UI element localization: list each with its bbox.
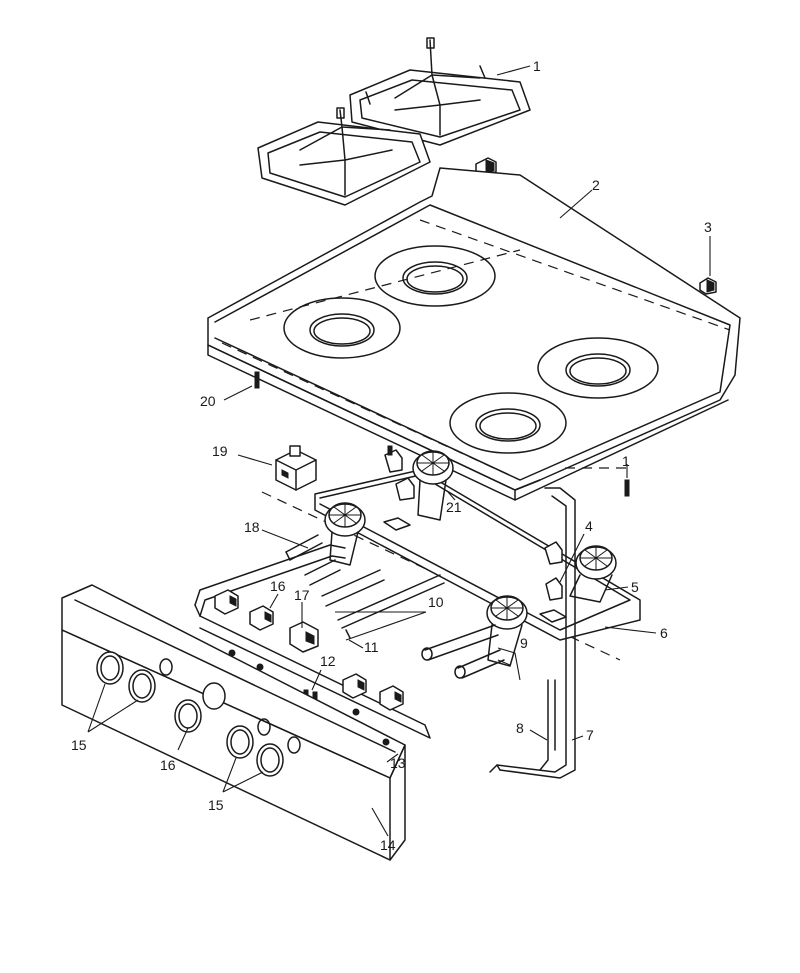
burner-opening-rear-right bbox=[537, 337, 659, 399]
control-panel bbox=[61, 584, 406, 861]
screw-right bbox=[624, 479, 630, 497]
burner-head-front-right bbox=[486, 595, 528, 667]
knob-4 bbox=[202, 682, 226, 710]
callout-2: 2 bbox=[592, 177, 600, 193]
burner-opening-front-left bbox=[283, 297, 401, 359]
callout-4: 4 bbox=[585, 518, 593, 534]
burner-head-front-left bbox=[324, 502, 366, 566]
callout-15-right: 15 bbox=[208, 797, 224, 813]
callout-1: 1 bbox=[533, 58, 541, 74]
callout-14: 14 bbox=[380, 837, 396, 853]
knob-2 bbox=[128, 669, 156, 703]
knob-6 bbox=[256, 743, 284, 777]
knob-5 bbox=[226, 725, 254, 759]
burner-opening-front-right bbox=[449, 392, 567, 454]
burner-tubes bbox=[304, 559, 505, 679]
spark-module bbox=[275, 445, 317, 491]
burner-head-rear-left bbox=[412, 450, 454, 521]
callout-16-upper: 16 bbox=[270, 578, 286, 594]
callout-12: 12 bbox=[320, 653, 336, 669]
callout-1-lower: 1 bbox=[622, 453, 630, 469]
rods bbox=[285, 534, 351, 639]
leader-lines bbox=[87, 65, 711, 837]
callout-13: 13 bbox=[390, 755, 406, 771]
callout-5: 5 bbox=[631, 579, 639, 595]
screw-left bbox=[254, 371, 260, 389]
callout-19: 19 bbox=[212, 443, 228, 459]
callout-8: 8 bbox=[516, 720, 524, 736]
callout-17: 17 bbox=[294, 587, 310, 603]
burner-grate-right bbox=[349, 37, 531, 146]
callout-21: 21 bbox=[446, 499, 462, 515]
gas-supply-tubes bbox=[489, 487, 576, 779]
cooktop-main-top bbox=[207, 167, 741, 501]
callout-10: 10 bbox=[428, 594, 444, 610]
callout-6: 6 bbox=[660, 625, 668, 641]
burner-opening-rear-left bbox=[374, 245, 496, 307]
callout-7: 7 bbox=[586, 727, 594, 743]
callout-18: 18 bbox=[244, 519, 260, 535]
burner-grate-left bbox=[257, 107, 431, 206]
igniter-brackets bbox=[383, 445, 567, 623]
callout-20: 20 bbox=[200, 393, 216, 409]
knob-1 bbox=[96, 651, 124, 685]
callout-16-lower: 16 bbox=[160, 757, 176, 773]
gas-valves bbox=[214, 589, 404, 711]
top-clip-rear bbox=[699, 277, 717, 295]
burner-head-rear-right bbox=[569, 545, 617, 603]
callout-3: 3 bbox=[704, 219, 712, 235]
callout-15-left: 15 bbox=[71, 737, 87, 753]
callout-11: 11 bbox=[364, 639, 379, 655]
callout-9: 9 bbox=[520, 635, 528, 651]
knob-3 bbox=[174, 699, 202, 733]
